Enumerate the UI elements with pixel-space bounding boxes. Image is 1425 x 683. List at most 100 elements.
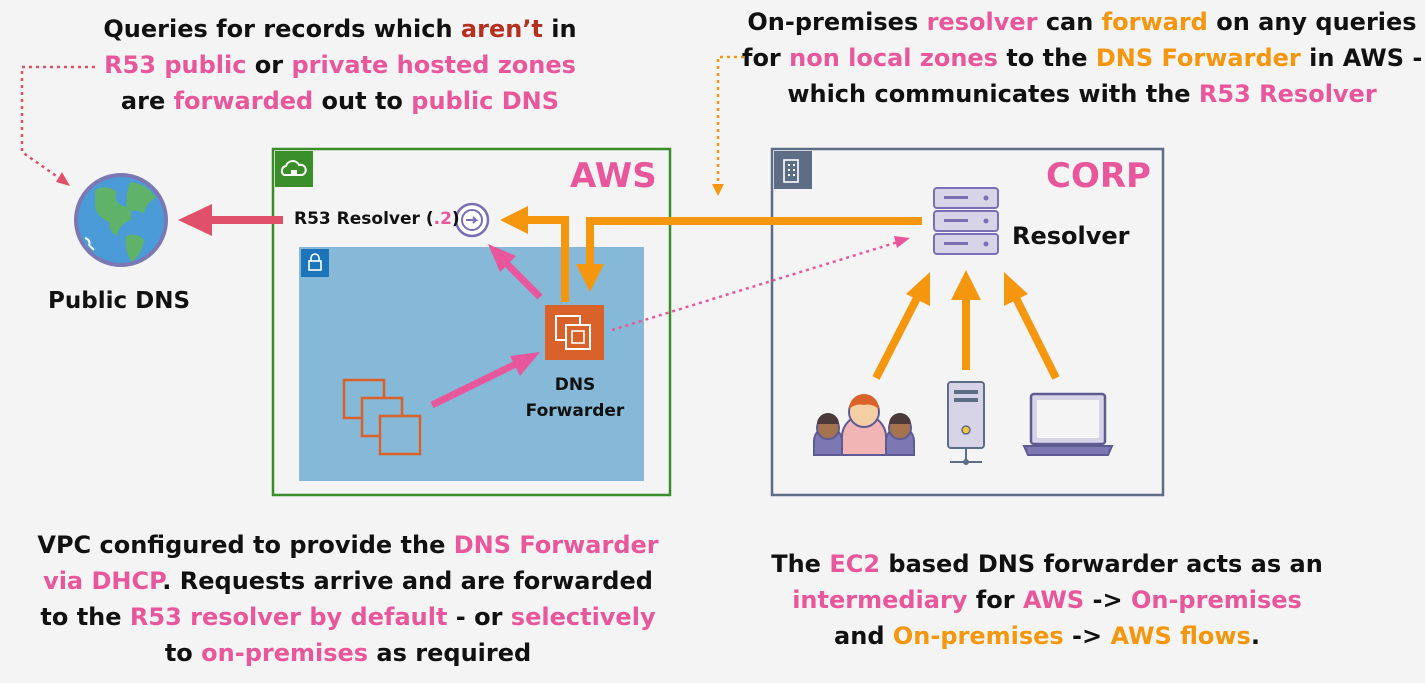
vpc-box xyxy=(299,247,644,481)
public-dns-label: Public DNS xyxy=(48,288,191,314)
callout-line: R53 public or private hosted zones xyxy=(0,47,680,83)
arrow-r53-to-public-dns xyxy=(178,204,283,236)
callout-text-run: AWS xyxy=(1022,586,1085,614)
callout-text-run: can xyxy=(1037,8,1102,36)
arrow-forwarder-to-r53 xyxy=(500,206,569,302)
arrow-forwarder-to-r53-pink xyxy=(488,244,543,300)
r53-label-ip: .2 xyxy=(433,209,452,229)
callout-text-run: R53 resolver by default xyxy=(129,603,448,631)
r53-label-prefix: R53 Resolver ( xyxy=(294,209,434,229)
callout-text-run: Queries for records which xyxy=(103,15,461,43)
callout-text-run: -> xyxy=(1063,622,1111,650)
corp-box xyxy=(770,147,1165,497)
callout-text-run: R53 Resolver xyxy=(1198,80,1377,108)
callout-line: are forwarded out to public DNS xyxy=(0,83,680,119)
building-icon xyxy=(774,151,812,189)
route53-resolver-icon xyxy=(454,202,490,238)
aws-title: AWS xyxy=(570,156,657,196)
callout-text-run: out to xyxy=(313,87,412,115)
callout-line: for non local zones to the DNS Forwarder… xyxy=(742,40,1422,76)
callout-text-run: as required xyxy=(368,639,532,667)
callout-text-run: R53 public xyxy=(104,51,247,79)
corp-title: CORP xyxy=(1046,156,1151,196)
callout-text-run: based DNS forwarder acts as an xyxy=(880,550,1323,578)
callout-line: intermediary for AWS -> On-premises xyxy=(742,582,1352,618)
instances-stack-icon xyxy=(342,378,422,456)
dns-forwarder-label: DNS Forwarder xyxy=(520,372,630,424)
dotted-connector-top-left xyxy=(20,65,95,182)
callout-text-run: and xyxy=(834,622,893,650)
aws-box xyxy=(271,147,672,497)
callout-text-run: forward xyxy=(1101,8,1208,36)
callout-text-run: in xyxy=(542,15,577,43)
arrow-desktop-to-resolver xyxy=(951,270,981,370)
callout-line: and On-premises -> AWS flows. xyxy=(742,618,1352,654)
callout-text-run: DNS Forwarder xyxy=(1095,44,1301,72)
callout-text-run: in AWS - xyxy=(1300,44,1423,72)
callout-text-run: or xyxy=(246,51,292,79)
callout-text-run: -> xyxy=(1084,586,1131,614)
callout-line: Queries for records which aren’t in xyxy=(0,11,680,47)
callout-text-run: on-premises xyxy=(201,639,369,667)
callout-line: The EC2 based DNS forwarder acts as an xyxy=(742,546,1352,582)
arrow-users-to-resolver xyxy=(872,272,930,380)
callout-text-run: On-premises xyxy=(1130,586,1302,614)
dotted-forwarder-to-resolver-head xyxy=(894,236,910,248)
callout-onprem-forwarding: On-premises resolver can forward on any … xyxy=(742,4,1422,112)
ec2-instance-icon xyxy=(545,305,604,360)
callout-text-run: intermediary xyxy=(792,586,968,614)
callout-text-run: aren’t xyxy=(460,15,543,43)
globe-icon xyxy=(74,173,168,267)
callout-text-run: . xyxy=(1250,622,1260,650)
arrow-laptop-to-resolver xyxy=(1004,272,1060,380)
dotted-connector-top-left-head xyxy=(56,172,70,186)
dns-forwarder-label-line1: DNS xyxy=(554,375,596,395)
dns-forwarder-label-line2: Forwarder xyxy=(525,401,625,421)
callout-text-run: to the xyxy=(997,44,1096,72)
callout-text-run: On-premises xyxy=(892,622,1064,650)
callout-text-run: which communicates with the xyxy=(787,80,1199,108)
callout-text-run: for xyxy=(742,44,790,72)
callout-text-run: . Requests arrive and are forwarded xyxy=(162,567,653,595)
callout-text-run: for xyxy=(967,586,1023,614)
callout-text-run: EC2 xyxy=(829,550,881,578)
callout-text-run: - or xyxy=(447,603,511,631)
callout-text-run: DNS Forwarder xyxy=(453,531,659,559)
callout-text-run: The xyxy=(771,550,830,578)
callout-line: to the R53 resolver by default - or sele… xyxy=(18,599,678,635)
resolver-label: Resolver xyxy=(1012,222,1130,250)
dotted-connector-top-right-head xyxy=(712,184,724,196)
callout-text-run: forwarded xyxy=(173,87,314,115)
callout-vpc-dhcp: VPC configured to provide the DNS Forwar… xyxy=(18,527,678,671)
callout-text-run: to the xyxy=(40,603,130,631)
callout-text-run: private hosted zones xyxy=(291,51,576,79)
callout-text-run: VPC configured to provide the xyxy=(37,531,454,559)
r53-resolver-label: R53 Resolver (.2) xyxy=(294,209,460,229)
arrow-instances-to-forwarder xyxy=(430,352,540,409)
callout-text-run: non local zones xyxy=(789,44,998,72)
callout-text-run: selectively xyxy=(510,603,656,631)
dotted-forwarder-to-resolver xyxy=(611,240,899,332)
callout-text-run: public DNS xyxy=(411,87,560,115)
callout-text-run: to xyxy=(164,639,202,667)
callout-line: to on-premises as required xyxy=(18,635,678,671)
cloud-lock-icon xyxy=(275,151,313,187)
laptop-icon xyxy=(1022,392,1114,456)
server-rack-icon xyxy=(933,187,999,255)
callout-text-run: on any queries xyxy=(1207,8,1417,36)
callout-line: VPC configured to provide the DNS Forwar… xyxy=(18,527,678,563)
desktop-tower-icon xyxy=(947,381,985,465)
callout-text-run: On-premises xyxy=(747,8,927,36)
callout-text-run: AWS flows xyxy=(1110,622,1251,650)
callout-line: On-premises resolver can forward on any … xyxy=(742,4,1422,40)
callout-text-run: are xyxy=(120,87,174,115)
arrow-corp-to-forwarder xyxy=(576,217,922,292)
r53-label-close: ) xyxy=(451,209,460,229)
vpc-lock-icon xyxy=(301,249,329,277)
callout-text-run: via DHCP xyxy=(43,567,163,595)
callout-text-run: resolver xyxy=(926,8,1038,36)
callout-line: via DHCP. Requests arrive and are forwar… xyxy=(18,563,678,599)
